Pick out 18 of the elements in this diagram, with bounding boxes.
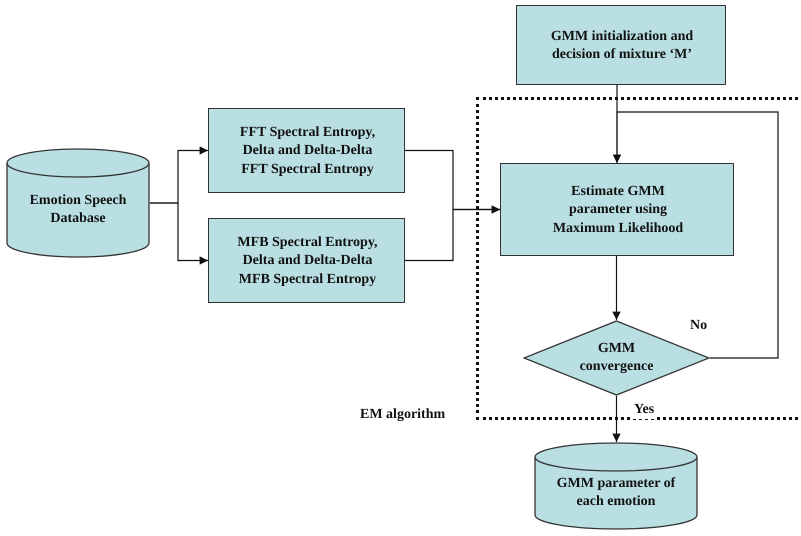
arrow [612, 256, 621, 320]
group-title: EM algorithm [360, 407, 446, 424]
node-text: GMM initialization and decision of mixture ‘M’ [550, 28, 694, 64]
edge-label: Yes [632, 402, 656, 419]
node-text: Emotion Speech Database [28, 192, 128, 228]
node-text: GMM convergence [578, 340, 654, 376]
process-box [500, 163, 734, 256]
process-box [208, 218, 405, 303]
node-text: FFT Spectral Entropy, Delta and Delta-Delta FFT Spectral Entropy [238, 124, 376, 179]
process-box [208, 108, 405, 193]
process-box [516, 5, 726, 85]
arrow [405, 205, 500, 262]
arrow [612, 396, 621, 442]
node-text: Estimate GMM parameter using Maximum Likelihood [552, 183, 684, 238]
arrow [150, 202, 208, 265]
arrow [612, 111, 779, 359]
node-text: GMM parameter of each emotion [556, 474, 676, 511]
node-text: MFB Spectral Entropy, Delta and Delta-Delta MFB Spectral Entropy [236, 234, 379, 289]
